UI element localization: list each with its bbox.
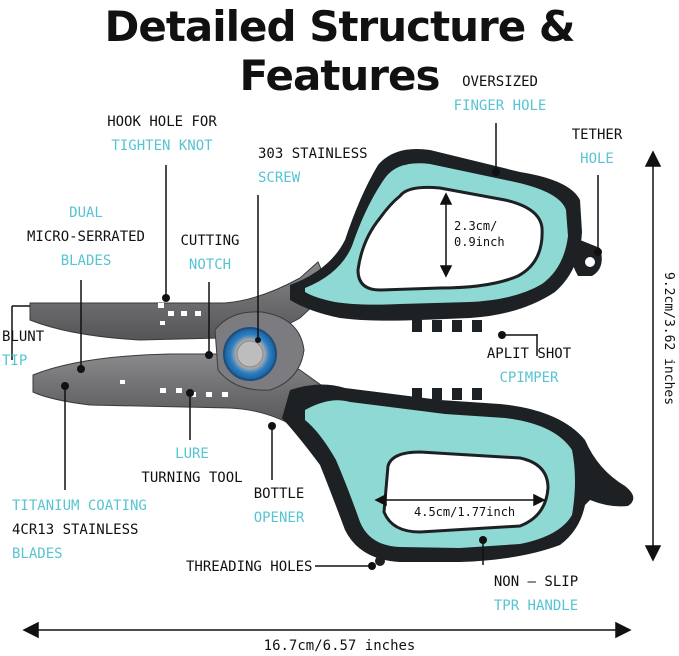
- dim-lower-hole-width: 4.5cm/1.77inch: [414, 505, 516, 519]
- crimper-teeth: [412, 320, 482, 400]
- label-blunt-tip: BLUNT TIP: [2, 329, 45, 369]
- label-titanium-coating: TITANIUM COATING 4CR13 STAINLESS BLADES: [12, 498, 147, 562]
- label-tether-hole: TETHER HOLE: [571, 127, 623, 167]
- label-hook-hole: HOOK HOLE FOR TIGHTEN KNOT: [107, 114, 217, 154]
- label-threading-holes: THREADING HOLES: [186, 559, 313, 575]
- tether-hole-tab: [570, 236, 602, 276]
- dimension-arrows: [22, 150, 662, 639]
- label-finger-hole: OVERSIZED FINGER HOLE: [453, 74, 547, 114]
- label-split-shot: APLIT SHOT CPIMPER: [486, 346, 572, 386]
- dim-finger-hole-height: 2.3cm/ 0.9inch: [454, 219, 505, 249]
- lower-finger-hole: [382, 450, 550, 534]
- label-screw: 303 STAINLESS SCREW: [258, 146, 368, 186]
- callout-lines: [11, 123, 599, 567]
- label-bottle-opener: BOTTLE OPENER: [253, 486, 305, 526]
- label-lure-tool: LURE TURNING TOOL: [141, 446, 243, 486]
- callout-dots: [61, 168, 602, 570]
- upper-finger-hole: [356, 185, 544, 292]
- dim-total-length: 16.7cm/6.57 inches: [263, 638, 416, 654]
- label-non-slip-handle: NON — SLIP TPR HANDLE: [493, 574, 579, 614]
- label-dual-blades: DUAL MICRO-SERRATED BLADES: [26, 205, 145, 269]
- page-title: Detailed Structure & Features: [104, 2, 576, 100]
- label-cutting-notch: CUTTING NOTCH: [180, 233, 240, 273]
- dim-total-height: 9.2cm/3.62 inches: [661, 272, 676, 406]
